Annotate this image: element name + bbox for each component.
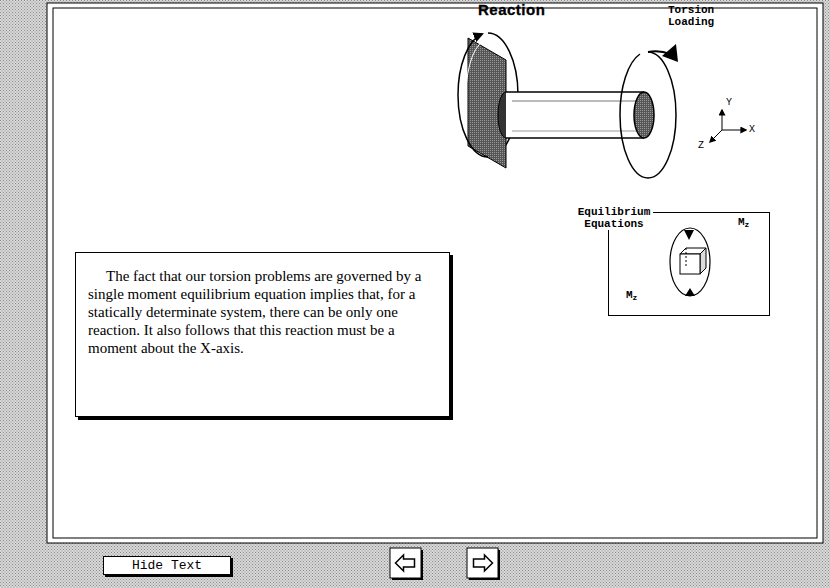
moment-symbol: M	[738, 216, 745, 228]
button-label: Hide Text	[104, 557, 230, 574]
shaft-shade	[512, 131, 636, 132]
torsion-loading-label: Torsion Loading	[668, 4, 730, 28]
content-panel	[47, 3, 823, 543]
cube-front	[680, 254, 700, 274]
x-axis	[722, 130, 746, 131]
moment-symbol: M	[626, 289, 633, 301]
moment-subscript: z	[745, 220, 750, 229]
cube-hidden-edge	[686, 248, 687, 268]
torsion-loading-arrow-front	[620, 54, 648, 178]
shaft-edge	[506, 137, 644, 139]
shaft-highlight	[512, 101, 636, 102]
box-heading: Equilibrium Equations	[575, 206, 653, 230]
stress-element-cube	[670, 228, 710, 296]
explanation-text-box: The fact that our torsion problems are g…	[75, 252, 450, 417]
right-arrow-icon	[474, 555, 493, 571]
forward-button	[467, 548, 500, 580]
reaction-moment-arrow-inner	[466, 40, 488, 95]
torsion-shaft-illustration	[458, 33, 678, 178]
torsion-loading-arrow-back	[648, 52, 676, 178]
reaction-label: Reaction	[478, 1, 545, 18]
z-axis	[710, 130, 722, 142]
reaction-moment-arrow-front	[458, 34, 488, 157]
content-panel-inner-border	[53, 8, 817, 538]
cube-side	[700, 248, 706, 274]
axis-label: Z	[698, 140, 704, 151]
back-button	[390, 548, 423, 580]
left-arrow-icon	[396, 555, 415, 571]
shaft-body	[506, 92, 644, 138]
moment-arrowhead	[684, 230, 694, 240]
y-axis	[722, 110, 723, 130]
axis-label: X	[749, 124, 755, 135]
button-face	[390, 548, 421, 578]
coordinate-axes	[710, 110, 746, 142]
moment-subscript: z	[633, 293, 638, 302]
explanation-paragraph: The fact that our torsion problems are g…	[88, 267, 437, 357]
moment-arrow-ring	[670, 228, 710, 296]
shaft-end-face	[634, 92, 654, 138]
moment-label: Mz	[738, 216, 749, 231]
torsion-loading-arrow-tail	[648, 51, 670, 54]
moment-label: Mz	[626, 289, 637, 304]
button-face	[467, 548, 498, 578]
moment-arrowhead	[685, 288, 695, 296]
hide-text-button: Hide Text	[103, 556, 231, 575]
shaft-edge	[506, 91, 644, 93]
axis-label: Y	[726, 97, 732, 108]
